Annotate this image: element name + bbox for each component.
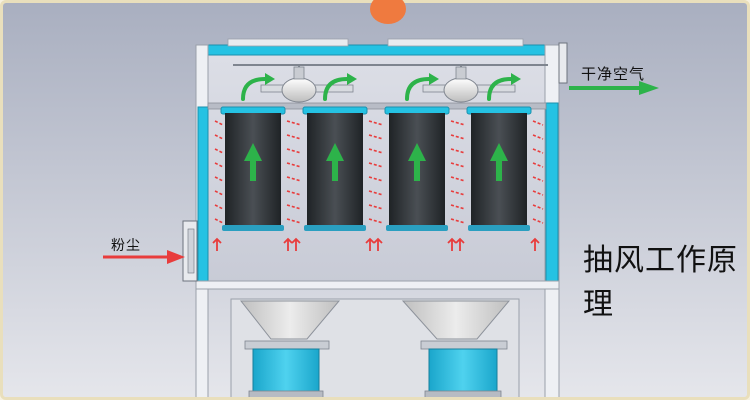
collection-bin-right [420,340,508,397]
dust-inlet [182,220,198,282]
clean-air-arrow [569,81,659,95]
pulse-jet-header [233,64,548,103]
dusty-airflow-lines [214,120,544,224]
dust-inlet-arrow [103,250,185,264]
clean-air-label: 干净空气 [581,65,646,83]
dust-collector-diagram [3,3,747,397]
filter-cartridges [220,106,532,231]
clean-air-outlet [558,42,568,84]
pulse-valve-right [443,77,479,103]
collection-bins [244,340,508,397]
exit-airflow-arrows [241,73,521,101]
pulse-valve-left [281,77,317,103]
clean-airflow-arrows [244,143,508,181]
diagram-title: 抽风工作原理 [583,243,738,322]
rising-dust-arrows [212,237,540,251]
collection-bin-left [244,340,330,397]
orange-dot-decoration [370,0,406,24]
dust-label: 粉尘 [111,238,141,254]
